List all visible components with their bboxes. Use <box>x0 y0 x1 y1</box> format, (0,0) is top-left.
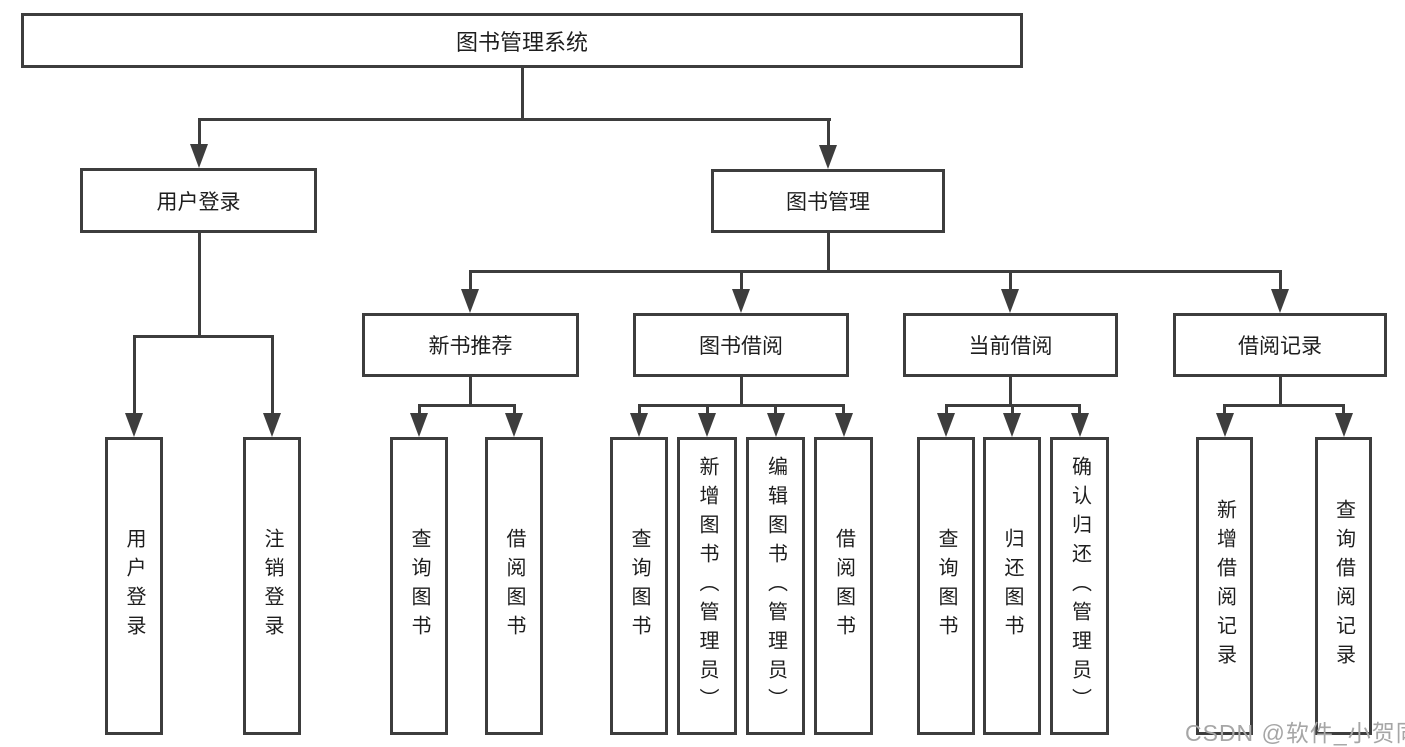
node-label: 当前借阅 <box>968 335 1053 358</box>
connector-borrowing-records-stub <box>1278 375 1282 407</box>
arrow-head-icon <box>1001 289 1019 313</box>
leaf-query-books-borrowing: 查询图书 <box>610 437 668 735</box>
csdn-watermark: CSDN @软件_小贺同学 <box>1185 720 1405 746</box>
node-borrowing-records: 借阅记录 <box>1173 313 1387 377</box>
connector-arrow-to-add-books <box>705 405 709 415</box>
arrow-head-icon <box>190 144 208 168</box>
connector-arrow-to-borrowing-records <box>1278 272 1282 291</box>
leaf-label: 注销登录 <box>261 528 283 644</box>
arrow-head-icon <box>937 413 955 437</box>
connector-arrow-to-query-books-recommend <box>417 405 421 415</box>
arrow-head-icon <box>1215 413 1234 437</box>
connector-book-management-stub <box>826 231 830 273</box>
leaf-query-books-current: 查询图书 <box>917 437 975 735</box>
connector-current-borrowing-stub <box>1008 375 1012 407</box>
leaf-confirm-return-admin: 确认归还（管理员） <box>1050 437 1109 735</box>
leaf-label: 用户登录 <box>123 528 145 644</box>
arrow-head-icon <box>630 413 648 437</box>
node-label: 图书管理 <box>786 191 870 214</box>
node-label: 图书借阅 <box>699 335 783 358</box>
arrow-head-icon <box>125 413 143 437</box>
node-current-borrowing: 当前借阅 <box>903 313 1118 377</box>
connector-arrow-to-new-book <box>468 272 472 291</box>
connector-borrowing-records-split <box>1223 404 1345 407</box>
arrow-head-icon <box>263 413 281 437</box>
connector-arrow-to-borrow-books-recommend <box>512 405 516 415</box>
connector-arrow-to-borrow-books <box>842 405 845 415</box>
leaf-label: 确认归还（管理员） <box>1068 455 1091 717</box>
connector-arrow-to-query-books-current <box>944 405 948 415</box>
connector-arrow-to-query-borrow-record <box>1342 405 1345 415</box>
connector-arrow-to-user-login-leaf <box>132 336 136 415</box>
connector-arrow-to-return-books <box>1010 405 1014 415</box>
leaf-return-books: 归还图书 <box>983 437 1041 735</box>
connector-user-login-split <box>132 335 274 338</box>
arrow-head-icon <box>698 413 716 437</box>
connector-arrow-to-user-login <box>197 120 201 146</box>
leaf-user-login: 用户登录 <box>105 437 163 735</box>
connector-arrow-to-edit-books <box>774 405 777 415</box>
leaf-add-borrow-record: 新增借阅记录 <box>1196 437 1253 735</box>
leaf-label: 借阅图书 <box>832 528 855 644</box>
node-library-management-system: 图书管理系统 <box>21 13 1023 68</box>
leaf-label: 新增图书（管理员） <box>696 455 718 717</box>
connector-book-borrowing-stub <box>739 375 743 407</box>
arrow-head-icon <box>505 413 523 437</box>
leaf-label: 编辑图书（管理员） <box>764 455 787 717</box>
arrow-head-icon <box>410 413 428 437</box>
leaf-query-books-recommend: 查询图书 <box>390 437 448 735</box>
leaf-label: 借阅图书 <box>503 528 525 644</box>
leaf-logout: 注销登录 <box>243 437 301 735</box>
leaf-borrow-books-borrowing: 借阅图书 <box>814 437 873 735</box>
connector-book-management-split <box>468 270 1282 273</box>
node-label: 用户登录 <box>156 190 241 214</box>
arrow-head-icon <box>461 289 479 313</box>
leaf-query-borrow-record: 查询借阅记录 <box>1315 437 1372 735</box>
node-user-login: 用户登录 <box>80 168 317 233</box>
connector-arrow-to-current-borrowing <box>1008 272 1012 291</box>
connector-book-borrowing-split <box>637 404 845 407</box>
leaf-label: 归还图书 <box>1001 528 1023 644</box>
connector-arrow-to-book-borrowing <box>739 272 743 291</box>
leaf-edit-books-admin: 编辑图书（管理员） <box>746 437 805 735</box>
leaf-add-books-admin: 新增图书（管理员） <box>677 437 737 735</box>
connector-arrow-to-confirm-return <box>1078 405 1081 415</box>
arrow-head-icon <box>1070 413 1089 437</box>
connector-new-book-split <box>417 404 516 407</box>
leaf-label: 新增借阅记录 <box>1213 499 1236 673</box>
connector-arrow-to-logout <box>270 336 274 415</box>
connector-new-book-stub <box>468 375 472 407</box>
node-label: 借阅记录 <box>1238 335 1322 358</box>
node-label: 图书管理系统 <box>455 29 588 55</box>
node-new-book-recommendation: 新书推荐 <box>362 313 579 377</box>
node-book-borrowing: 图书借阅 <box>633 313 849 377</box>
arrow-head-icon <box>1334 413 1353 437</box>
connector-arrow-to-book-management <box>826 120 830 146</box>
leaf-label: 查询图书 <box>628 528 650 644</box>
arrow-head-icon <box>766 413 785 437</box>
connector-arrow-to-add-borrow-record <box>1223 405 1226 415</box>
connector-user-login-stub <box>197 231 201 338</box>
connector-arrow-to-query-books-borrowing <box>637 405 641 415</box>
arrow-head-icon <box>834 413 853 437</box>
arrow-head-icon <box>1003 413 1021 437</box>
node-label: 新书推荐 <box>428 335 513 358</box>
arrow-head-icon <box>732 289 750 313</box>
connector-root-stub <box>520 66 524 121</box>
leaf-label: 查询图书 <box>935 528 957 644</box>
connector-root-split <box>197 118 831 121</box>
arrow-head-icon <box>1271 289 1289 313</box>
node-book-management: 图书管理 <box>711 169 945 233</box>
leaf-label: 查询借阅记录 <box>1332 499 1355 673</box>
leaf-borrow-books-recommend: 借阅图书 <box>485 437 543 735</box>
leaf-label: 查询图书 <box>408 528 430 644</box>
arrow-head-icon <box>819 145 837 169</box>
